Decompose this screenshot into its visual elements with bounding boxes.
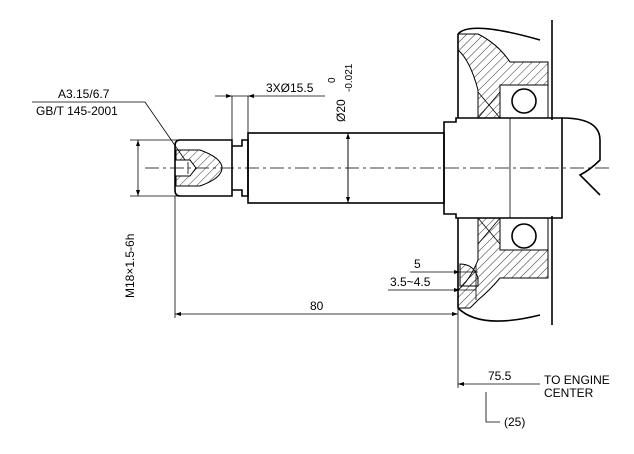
bearing-ball-upper bbox=[511, 88, 537, 114]
bearing-upper bbox=[499, 84, 549, 119]
length-dim: 80 bbox=[310, 299, 324, 313]
bearing-ball-lower bbox=[511, 223, 537, 249]
engine-label-2: CENTER bbox=[544, 386, 594, 400]
center-drill-spec: A3.15/6.7 bbox=[58, 87, 110, 101]
groove-dim: 3XØ15.5 bbox=[266, 81, 314, 95]
engine-label-1: TO ENGINE bbox=[544, 373, 610, 387]
center-drill-section bbox=[175, 149, 223, 187]
dim-gap: 3.5~4.5 bbox=[390, 275, 431, 289]
ref-dim: (25) bbox=[504, 415, 525, 429]
engine-dim: 75.5 bbox=[488, 369, 512, 383]
shaft-tol-upper: 0 bbox=[327, 77, 338, 83]
thread-end-outline bbox=[174, 139, 233, 197]
center-drill-std: GB/T 145-2001 bbox=[36, 104, 118, 118]
shaft-dia-dim: Ø20 bbox=[334, 99, 348, 122]
shaft-tol-lower: -0.021 bbox=[344, 63, 355, 92]
shaft-large-section bbox=[443, 117, 563, 219]
bearing-lower bbox=[499, 217, 549, 251]
thread-spec: M18×1.5-6h bbox=[123, 234, 137, 298]
drill-leader bbox=[32, 101, 186, 161]
dim-5: 5 bbox=[414, 257, 421, 271]
